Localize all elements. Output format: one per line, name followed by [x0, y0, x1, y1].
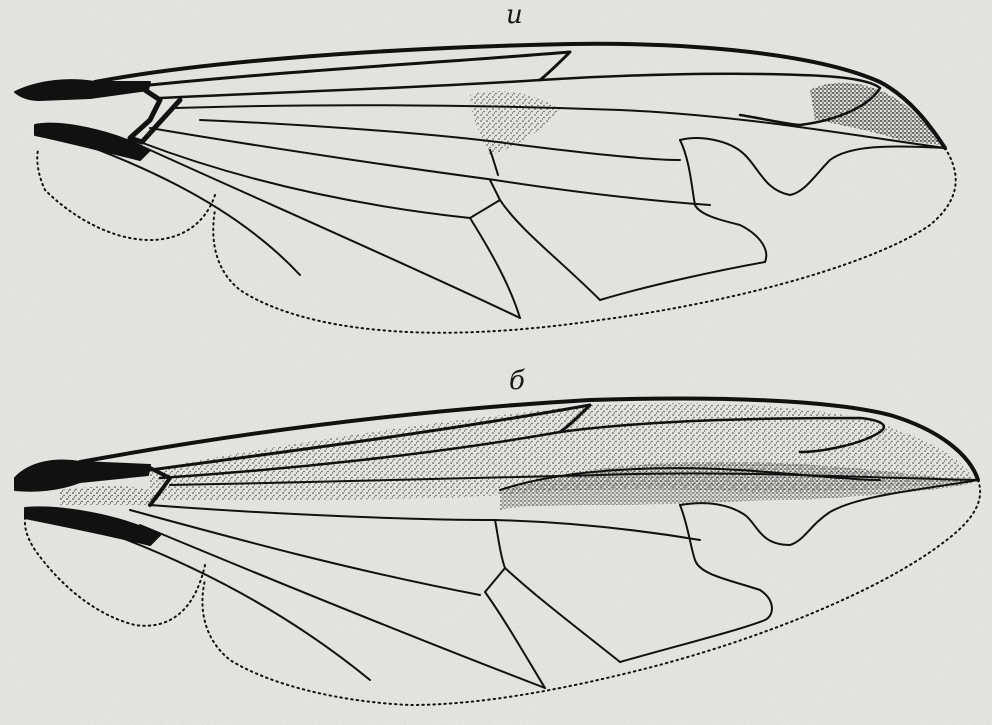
panel-label-top: и — [506, 0, 523, 30]
panel-label-bottom: б — [509, 366, 525, 396]
base-stipple — [60, 486, 150, 505]
